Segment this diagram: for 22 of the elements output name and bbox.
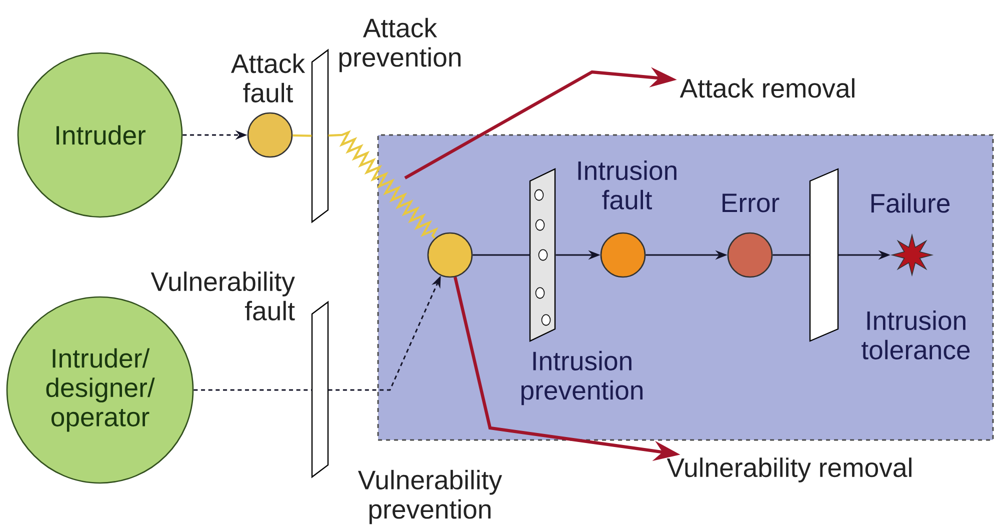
connector-line — [472, 254, 530, 256]
fault-circle — [247, 112, 293, 158]
node-label: Intrusion tolerance — [862, 310, 970, 360]
outcome-label: Attack removal — [680, 78, 854, 98]
node-label: Intrusion fault — [578, 160, 676, 210]
connector-line — [772, 254, 810, 256]
node-label: Failure — [871, 193, 950, 213]
outcome-label: Vulnerability removal — [666, 458, 912, 482]
barrier — [809, 168, 839, 342]
region-background — [377, 134, 994, 441]
node-label: Attack fault — [231, 54, 306, 102]
node-label: Vulnerability prevention — [358, 470, 502, 524]
node-label: Error — [722, 194, 780, 212]
connector-line — [194, 389, 312, 391]
fault-circle — [600, 232, 646, 278]
zigzag-line — [292, 134, 312, 137]
node-label: Intrusion prevention — [521, 350, 642, 406]
node-label: Attack prevention — [339, 18, 461, 72]
zigzag-line — [328, 130, 438, 239]
fault-circle — [727, 232, 773, 278]
barrier — [529, 168, 556, 342]
fault-circle — [427, 232, 473, 278]
